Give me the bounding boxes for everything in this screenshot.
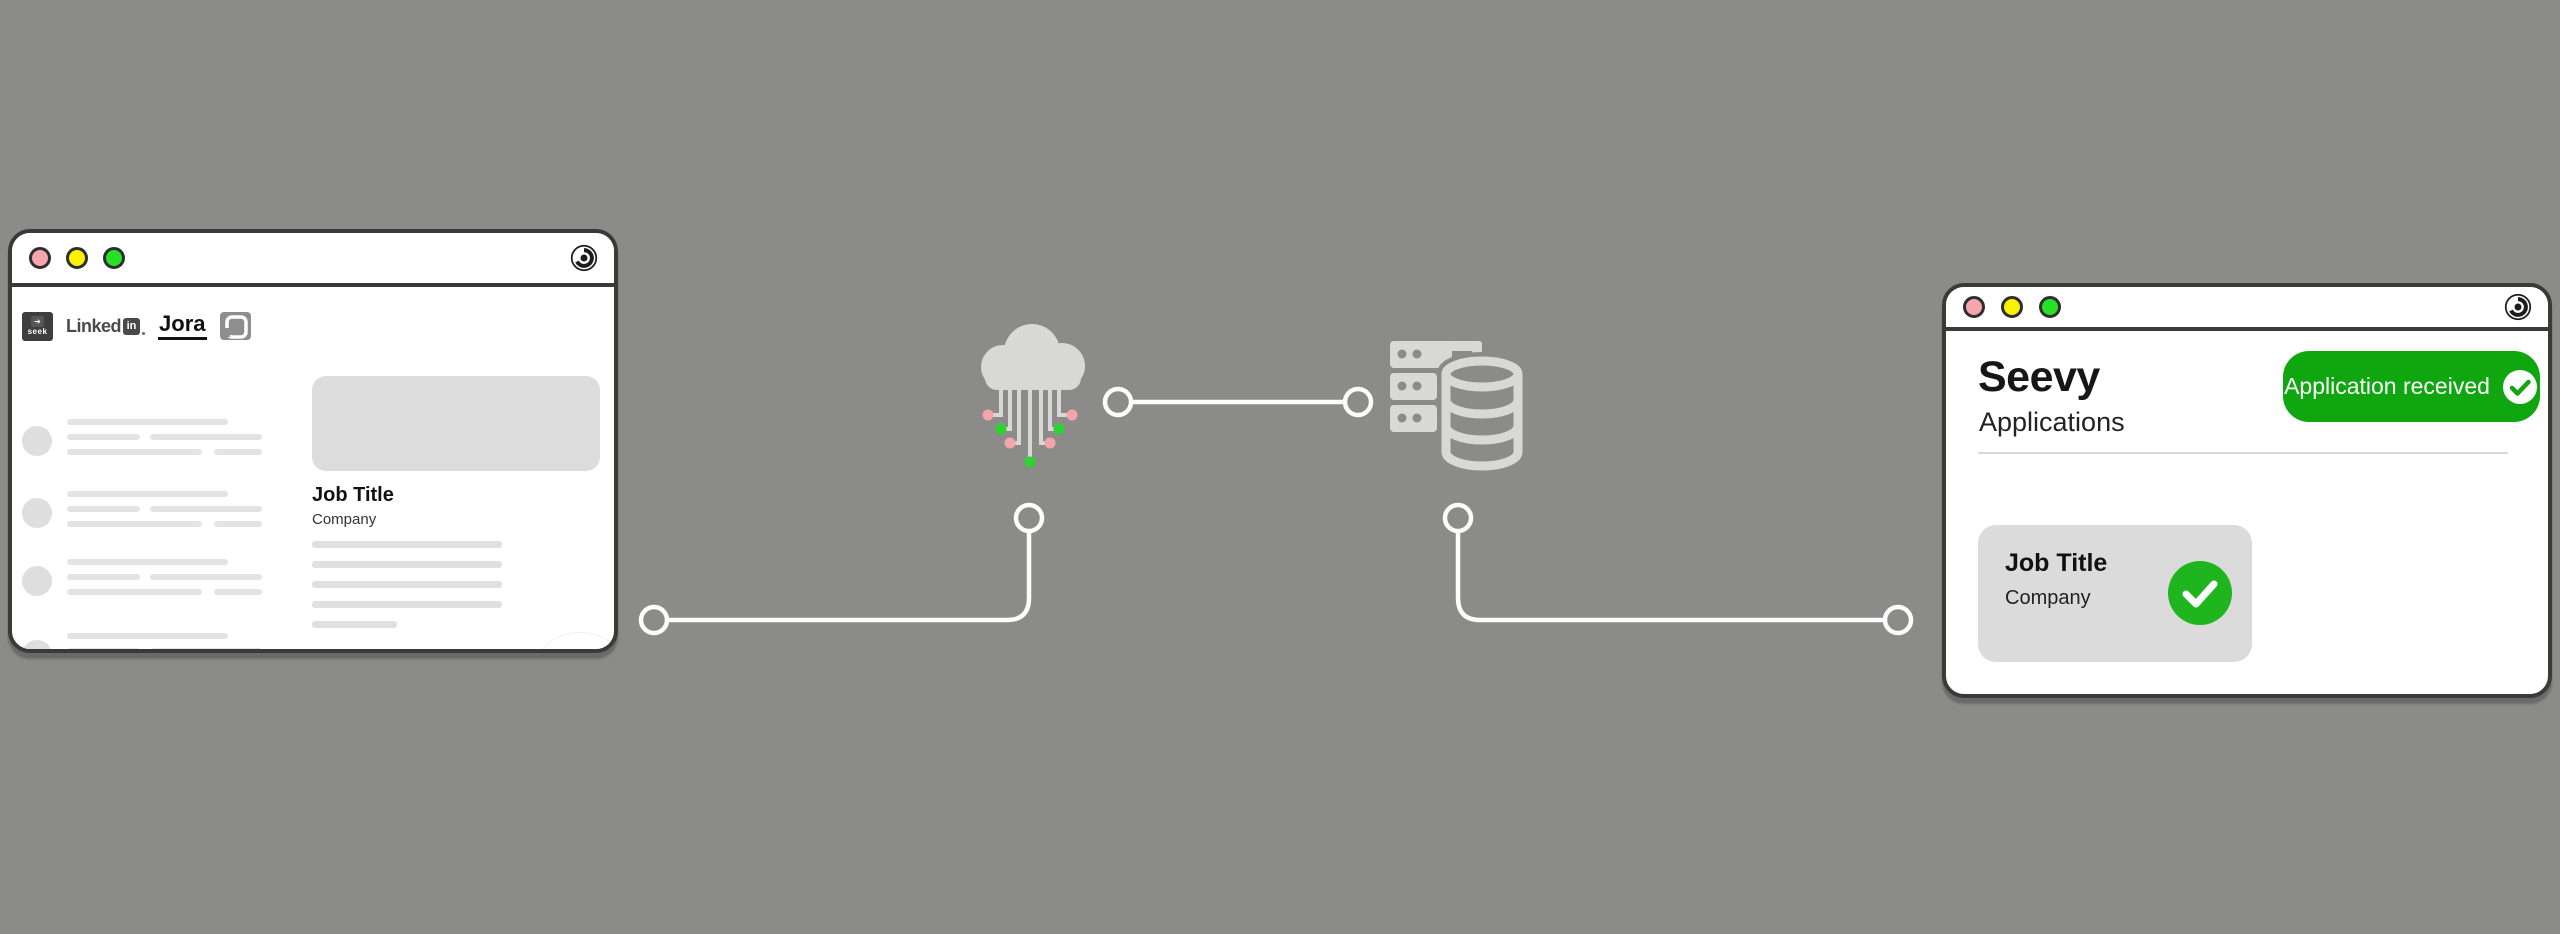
skeleton-bar [150,506,262,512]
seek-arrow-icon: ➔ [31,316,44,327]
minimize-button[interactable] [2001,296,2023,318]
skeleton-bar [67,491,228,497]
minimize-button[interactable] [66,247,88,269]
circuit-dots [982,409,1078,468]
company-avatar [22,426,52,456]
divider [1978,452,2508,454]
skeleton-bar [67,574,140,580]
connector-ports [638,386,1914,636]
jora-logo-tab-active[interactable]: Jora [158,312,207,340]
right-window-titlebar [1946,287,2548,331]
skeleton-bar [67,589,202,595]
port-database-output [1442,502,1474,534]
skeleton-bar [312,621,397,628]
company-avatar [22,498,52,528]
maximize-button[interactable] [2039,296,2061,318]
port-left-window-output [638,604,670,636]
job-boards-browser-window: ➔ seek Linked in Jora [8,229,618,653]
skeleton-bar [67,648,140,649]
job-title-text: Job Title [312,484,394,506]
skeleton-bar [67,434,140,440]
skeleton-bar [214,589,262,595]
left-window-titlebar [12,233,614,287]
chrome-browser-icon [570,244,598,272]
skeleton-bar [312,601,502,608]
company-avatar [22,640,52,649]
skeleton-bar [312,561,502,568]
close-button[interactable] [29,247,51,269]
app-name: Seevy [1978,353,2100,401]
skeleton-bar [312,581,502,588]
job-listing-row[interactable] [22,482,268,544]
skeleton-bar [67,559,228,565]
skeleton-bar [67,449,202,455]
skeleton-bar [150,434,262,440]
job-board-logo-row: ➔ seek Linked in Jora [22,310,251,342]
wire-database-to-right-window [1455,529,1887,623]
circuit-wires [992,383,1068,458]
company-avatar [22,566,52,596]
skeleton-bar [67,633,228,639]
maximize-button[interactable] [103,247,125,269]
skeleton-bar [67,506,140,512]
connector-wires [665,399,1887,623]
left-window-body: ➔ seek Linked in Jora [12,291,614,649]
skeleton-bar [214,521,262,527]
linkedin-in-icon: in [123,317,141,335]
skeleton-bar [150,574,262,580]
application-card[interactable]: Job Title Company [1978,525,2252,662]
job-listing-row[interactable] [22,624,268,649]
check-circle-icon [2502,369,2537,404]
port-database-input [1342,386,1374,418]
database-cylinder [1441,356,1523,471]
skeleton-bar [150,648,262,649]
section-title: Applications [1979,407,2125,437]
skeleton-bar [67,521,202,527]
job-company-text: Company [312,511,377,528]
extension-icon-backdrop [528,633,614,649]
database-server-icon [1390,341,1527,475]
port-cloud-output [1102,386,1134,418]
close-button[interactable] [1963,296,1985,318]
linkedin-logo-tab[interactable]: Linked in [66,316,146,337]
skeleton-bar [214,449,262,455]
right-window-body: Seevy Applications Application received … [1946,335,2548,694]
status-badge: Application received [2283,351,2540,422]
status-badge-label: Application received [2284,373,2490,399]
skeleton-bar [67,419,228,425]
glassdoor-logo-tab[interactable] [219,312,251,340]
cloud-ai-processing-icon [981,324,1085,468]
chrome-browser-icon [2504,293,2532,321]
job-listing-row[interactable] [22,410,268,472]
port-cloud-input [1013,502,1045,534]
linkedin-trademark-dot [142,331,146,335]
application-job-title: Job Title [2005,549,2108,577]
port-right-window-input [1882,604,1914,636]
job-listing-row[interactable] [22,550,268,612]
application-company: Company [2005,587,2091,609]
job-image-placeholder [312,376,600,471]
wire-left-window-to-cloud [665,529,1032,623]
application-success-check-icon [2168,561,2232,625]
seek-logo-tab[interactable]: ➔ seek [22,311,53,341]
seevy-browser-window: Seevy Applications Application received … [1942,283,2552,698]
skeleton-bar [312,541,502,548]
